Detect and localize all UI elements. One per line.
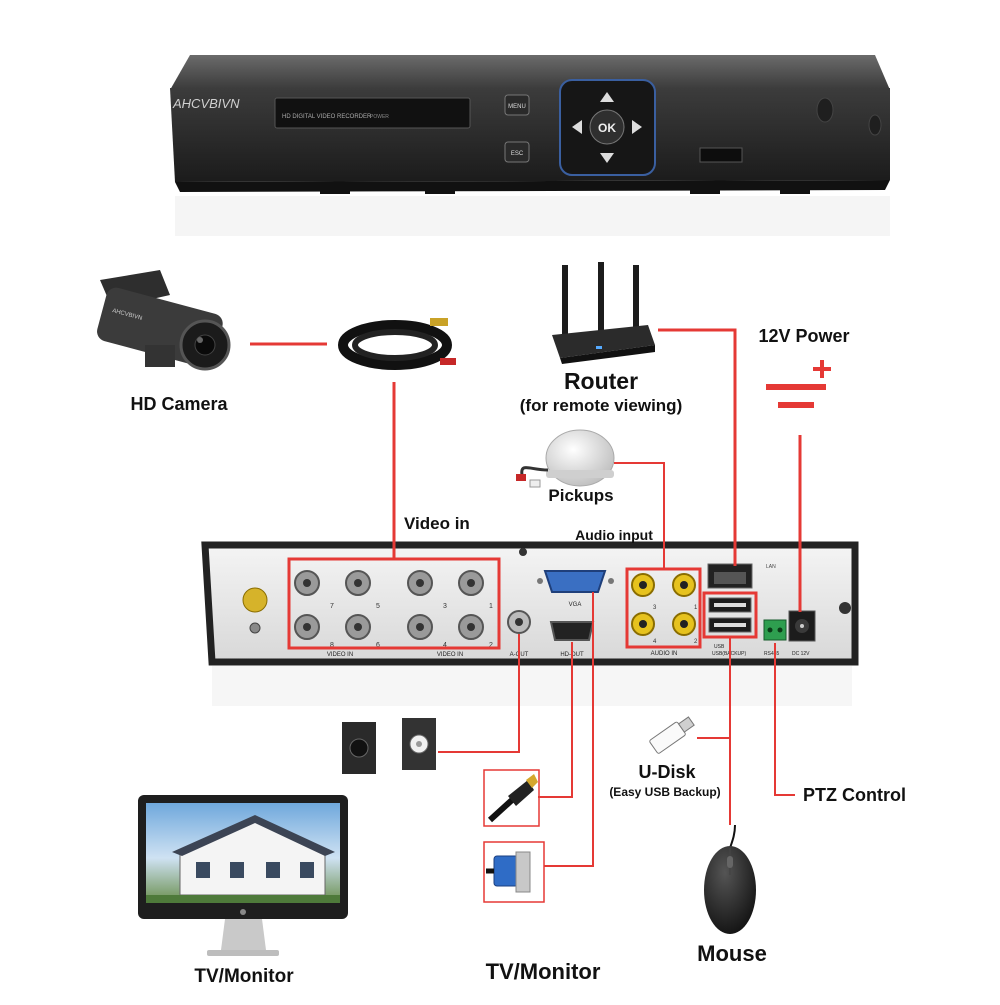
u-disk-sub-label: (Easy USB Backup)	[609, 785, 721, 799]
channel-label: 2	[489, 642, 493, 649]
wire-rs485-to-ptz	[774, 643, 795, 796]
video-in-group-right: 3 1 4 2 VIDEO IN	[407, 570, 493, 658]
video-in-panel-label: VIDEO IN	[437, 652, 463, 658]
router-sub-label: (for remote viewing)	[519, 396, 683, 415]
router-label: Router	[563, 368, 639, 394]
vga-cable	[483, 841, 545, 903]
channel-label: 2	[694, 639, 698, 645]
wire-pickup-to-audio	[614, 462, 665, 570]
tv-monitor-label-left: TV/Monitor	[194, 966, 294, 987]
audio-in-group: 3 1 4 2 AUDIO IN	[631, 573, 698, 657]
dc-12v-jack[interactable]	[788, 610, 816, 642]
channel-label: 8	[330, 642, 334, 649]
arrow-right-icon[interactable]	[632, 120, 642, 134]
bnc-cable-coil	[338, 318, 456, 370]
ptz-control-label: PTZ Control	[803, 785, 906, 805]
wire-aout-to-speaker	[438, 634, 520, 753]
dvr-power-text: POWER	[370, 114, 389, 120]
channel-label: 1	[694, 605, 698, 611]
arrow-left-icon[interactable]	[572, 120, 582, 134]
vga-port[interactable]	[543, 570, 607, 593]
wire-hdout-to-hdmi	[538, 642, 573, 798]
power-symbol	[766, 360, 831, 408]
dvr-brand-logo: AHCVBIVN	[172, 96, 240, 111]
mouse-label: Mouse	[697, 941, 767, 966]
channel-label: 6	[376, 642, 380, 649]
wire-vga-to-cable	[544, 592, 594, 867]
video-in-panel-label: VIDEO IN	[327, 652, 353, 658]
mouse	[704, 824, 756, 934]
router	[552, 262, 655, 364]
vga-label: VGA	[569, 602, 582, 608]
tv-monitor	[138, 795, 348, 956]
dvr-front-unit: AHCVBIVN HD DIGITAL VIDEO RECORDER POWER…	[170, 55, 890, 194]
dvr-panel-text: HD DIGITAL VIDEO RECORDER	[282, 114, 372, 120]
connection-wires	[250, 328, 802, 867]
video-in-group-left: 7 5 8 6 VIDEO IN	[294, 570, 380, 658]
speakers	[342, 718, 436, 774]
hdmi-cable	[483, 769, 540, 827]
hd-camera-label: HD Camera	[130, 394, 228, 414]
rs485-label: RS485	[764, 651, 780, 657]
channel-label: 4	[443, 642, 447, 649]
ok-button-label: OK	[598, 121, 616, 135]
channel-label: 1	[489, 603, 493, 610]
usb-slot-front	[699, 147, 743, 163]
channel-label: 5	[376, 603, 380, 610]
usb-label: USB	[714, 644, 725, 650]
video-in-label: Video in	[404, 514, 470, 533]
menu-button-label: MENU	[508, 104, 526, 110]
channel-label: 4	[653, 639, 657, 645]
pickup-mic	[516, 429, 615, 488]
channel-label: 7	[330, 603, 334, 610]
hd-out-port[interactable]	[549, 621, 595, 641]
ok-button[interactable]	[589, 109, 625, 145]
rs485-terminal[interactable]	[763, 619, 787, 641]
audio-input-label: Audio input	[575, 527, 653, 543]
pickups-label: Pickups	[548, 486, 614, 505]
arrow-up-icon[interactable]	[600, 92, 614, 102]
audio-in-panel-label: AUDIO IN	[651, 651, 678, 657]
lan-label: LAN	[766, 564, 776, 570]
esc-button-label: ESC	[511, 151, 524, 157]
channel-label: 3	[653, 605, 657, 611]
hd-camera: AHCVBIVN	[97, 270, 231, 371]
dc-12v-label: DC 12V	[792, 651, 810, 657]
ground-screw	[242, 587, 268, 613]
arrow-down-icon[interactable]	[600, 153, 614, 163]
power-label: 12V Power	[758, 326, 850, 346]
dvr-back-panel: 7 5 8 6 VIDEO IN 3 1 4 2 VIDEO IN A-OUT	[201, 541, 859, 666]
u-disk	[649, 716, 695, 754]
channel-label: 3	[443, 603, 447, 610]
esc-button[interactable]	[504, 141, 530, 163]
menu-button[interactable]	[504, 94, 530, 116]
u-disk-label: U-Disk	[638, 762, 696, 782]
tv-monitor-label-center: TV/Monitor	[485, 959, 601, 984]
wire-router-to-lan	[658, 328, 737, 566]
